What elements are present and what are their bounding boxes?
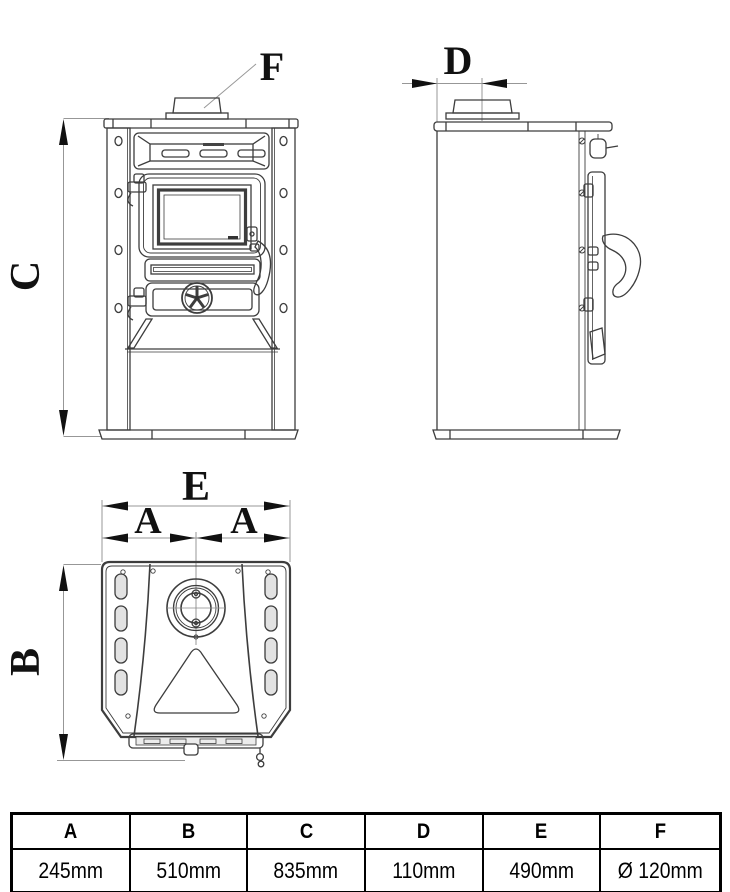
left-vent-slots	[114, 573, 128, 696]
table-value-d: 110mm	[366, 850, 484, 891]
door-logo-mark	[228, 236, 238, 240]
table-header-c: C	[248, 815, 366, 850]
stove-technical-drawing: C F	[3, 38, 642, 768]
damper-slot	[203, 143, 224, 146]
dimension-a	[102, 532, 290, 645]
top-plate-outline	[100, 560, 292, 739]
table-value-c: 835mm	[248, 850, 366, 891]
dim-label-e: E	[182, 464, 210, 510]
left-column	[106, 127, 131, 431]
right-column	[271, 127, 296, 431]
dim-label-f: F	[260, 44, 284, 89]
dim-label-d: D	[444, 38, 473, 83]
arrow-left	[482, 79, 507, 88]
top-plate-front	[103, 118, 299, 129]
table-header-e: E	[483, 815, 602, 850]
table-value-f: Ø 120mm	[617, 857, 703, 883]
ash-drawer	[145, 282, 260, 317]
dimension-e	[101, 500, 291, 562]
flue-leader-line	[203, 63, 257, 109]
dim-label-c: C	[3, 261, 49, 291]
front-knob-top	[183, 743, 199, 756]
table-value-b: 510mm	[131, 850, 249, 891]
table-value-e: 490mm	[484, 850, 602, 891]
triangle-plate	[153, 634, 240, 714]
right-vent-slots	[264, 573, 278, 696]
flue-collar-top	[166, 578, 226, 638]
side-air-valve	[589, 134, 619, 159]
dimensions-table: A B C D E F 245mm 510mm 835mm 110mm 490m…	[10, 812, 722, 892]
flue-flange-front	[165, 112, 229, 120]
dim-label-b: B	[3, 648, 49, 676]
table-header-a: A	[13, 815, 131, 850]
door-hinges	[127, 173, 147, 321]
side-screws	[578, 137, 586, 312]
top-view	[100, 560, 292, 768]
arrow-up	[59, 119, 68, 145]
dim-label-a-left: A	[134, 500, 162, 542]
front-edge-bar	[128, 733, 265, 768]
top-plate-side	[433, 121, 613, 132]
door-profile-side	[583, 171, 606, 365]
base-plate-side	[432, 429, 621, 440]
table-header-b: B	[130, 815, 249, 850]
dim-label-a-right: A	[230, 500, 258, 542]
dimension-b	[57, 564, 185, 761]
column-holes	[114, 135, 288, 314]
door-window	[152, 184, 252, 250]
front-view	[98, 97, 299, 440]
fire-door	[138, 173, 266, 258]
door-handle-front	[246, 226, 272, 296]
arrow-right	[412, 79, 437, 88]
top-screws	[120, 568, 271, 719]
top-vent-panel	[133, 132, 270, 170]
table-header-f: F	[601, 815, 719, 850]
side-view	[432, 99, 642, 440]
dimension-c	[59, 118, 109, 437]
flue-flange-side	[445, 112, 520, 120]
table-value-a: 245mm	[13, 850, 131, 891]
mid-slot-panel	[144, 258, 261, 282]
base-plate-front	[98, 429, 299, 440]
air-control-knob	[181, 282, 213, 314]
arrow-down	[59, 410, 68, 436]
door-handle-side	[587, 233, 642, 298]
table-header-d: D	[365, 815, 484, 850]
front-apron	[125, 318, 280, 353]
